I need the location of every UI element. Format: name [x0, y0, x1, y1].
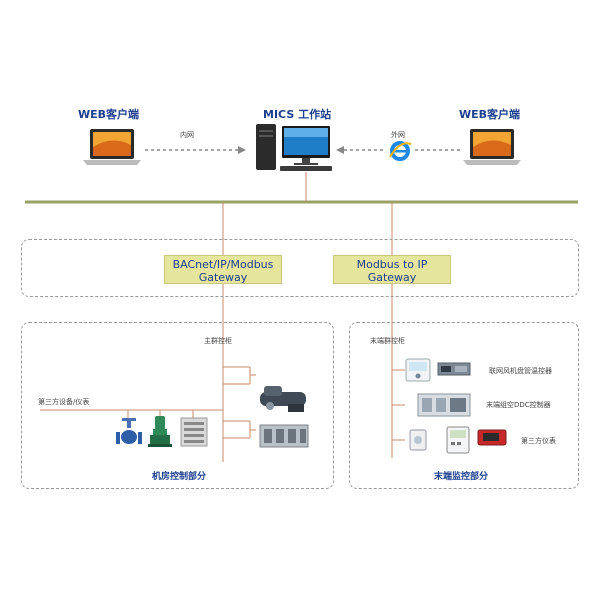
workstation-label: MICS 工作站	[263, 108, 332, 121]
gateway-modbus-line2: Gateway	[367, 271, 417, 284]
meter-icon	[446, 426, 470, 454]
gateway-bacnet-line2: Gateway	[198, 271, 248, 284]
terminal-box	[349, 322, 579, 489]
fan-coil-icon	[437, 360, 471, 378]
terminal-item-ddc: 末端组空DDC控制器	[486, 401, 551, 409]
gateway-band	[21, 239, 579, 297]
chiller-icon	[258, 384, 310, 414]
internet-explorer-icon	[388, 140, 412, 162]
right-client-label: WEB客户端	[459, 108, 521, 121]
intranet-arrow-head	[238, 146, 246, 154]
third-party-label: 第三方设备/仪表	[38, 398, 90, 406]
thermostat-icon	[405, 358, 431, 382]
machine-room-title: 机房控制部分	[152, 472, 207, 482]
gateway-bacnet-line1: BACnet/IP/Modbus	[172, 258, 274, 271]
main-cabinet-label: 主群控柜	[204, 337, 232, 345]
chiller-icon	[258, 421, 310, 449]
meter-icon	[477, 428, 507, 448]
intranet-label: 内网	[180, 131, 194, 139]
cooling-tower-icon	[180, 416, 208, 448]
valve-icon	[116, 418, 142, 448]
terminal-title: 末端监控部分	[434, 472, 489, 482]
left-client-label: WEB客户端	[78, 108, 140, 121]
terminal-item-thermostat: 联网风机盘管温控器	[489, 367, 552, 375]
pump-icon	[148, 416, 172, 448]
laptop-icon	[463, 127, 521, 167]
laptop-icon	[83, 127, 141, 167]
terminal-cabinet-label: 末端群控柜	[370, 337, 405, 345]
internet-label: 外网	[391, 131, 405, 139]
gateway-modbus: Modbus to IP Gateway	[333, 255, 451, 284]
terminal-item-meter: 第三方仪表	[521, 437, 556, 445]
machine-room-box	[21, 322, 334, 489]
gateway-bacnet: BACnet/IP/Modbus Gateway	[164, 255, 282, 284]
air-handler-icon	[417, 390, 471, 420]
internet-arrow-head	[336, 146, 344, 154]
desktop-computer-icon	[250, 122, 336, 174]
gateway-modbus-line1: Modbus to IP	[356, 258, 428, 271]
sensor-icon	[408, 428, 430, 452]
